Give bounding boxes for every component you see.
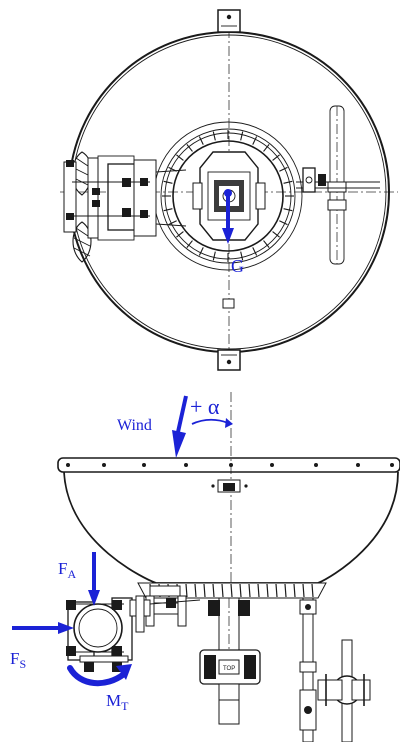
gravity-arrow [222, 189, 234, 244]
axial-force-label: FA [58, 559, 76, 581]
hub-rib [240, 251, 244, 261]
rim-bolt-dot [270, 463, 274, 467]
rim-bolt-dot [184, 463, 188, 467]
side-force-sub: S [19, 657, 26, 671]
side-force-label: FS [10, 649, 26, 671]
torque-sub: T [121, 699, 129, 713]
axial-force-main: F [58, 559, 67, 578]
hub-rib [252, 247, 258, 256]
hub-rib [263, 240, 270, 248]
wind-arrow [172, 395, 188, 458]
bracket-tag: TOP [223, 666, 235, 672]
top-view: G [60, 9, 398, 371]
rim-bolt-dots [66, 463, 394, 467]
hub-rib [240, 131, 244, 141]
side-right-strut [299, 597, 371, 742]
hub-rib [272, 154, 280, 161]
hub-rib [283, 208, 293, 212]
angle-arc-head [225, 418, 233, 428]
hub-ring-inner [172, 140, 284, 252]
hub-rib [198, 136, 204, 145]
hub-rib [212, 131, 216, 141]
hub-rib [186, 144, 193, 152]
top-tab [217, 9, 241, 33]
wind-label: Wind [117, 417, 152, 434]
rim-bolt-dot [229, 463, 233, 467]
angle-label: + α [190, 394, 220, 419]
dish-top-bracket [211, 479, 248, 493]
torque-label: MT [106, 691, 129, 713]
hub-ribs [162, 130, 294, 262]
left-mount-bracket [63, 151, 187, 263]
rim-bolt-dot [390, 463, 394, 467]
hub-rib [168, 220, 177, 226]
hub-rib [176, 231, 184, 238]
hub-rib [198, 247, 204, 256]
angle-arc [191, 418, 229, 425]
feed-column [199, 597, 261, 725]
side-force-main: F [10, 649, 19, 668]
hub-rib [279, 166, 288, 172]
hub-rib [263, 144, 270, 152]
gravity-label: G [231, 256, 244, 276]
rim-bolt-dot [102, 463, 106, 467]
hub-rib [252, 136, 258, 145]
rim-bolt-dot [66, 463, 70, 467]
reflector-rim-band [57, 457, 400, 473]
rim-bolt-dot [314, 463, 318, 467]
hub-rib [163, 180, 173, 184]
right-strut [296, 105, 380, 265]
hub-rib [283, 180, 293, 184]
bottom-tab [217, 349, 241, 371]
drain-slot [222, 298, 235, 309]
axial-force-arrow [88, 552, 100, 606]
hub-rib [279, 220, 288, 226]
rim-bolt-dot [142, 463, 146, 467]
pole-clamp [66, 595, 201, 672]
hub-rib [176, 154, 184, 161]
hub-rib [272, 231, 280, 238]
torque-main: M [106, 691, 121, 710]
side-view: TOP [10, 392, 400, 742]
dish-base-flange [137, 582, 327, 599]
hub-rib [186, 240, 193, 248]
hub-rib [212, 251, 216, 261]
rim-bolt-dot [356, 463, 360, 467]
side-force-arrow [12, 622, 74, 634]
torque-arrow [67, 664, 132, 687]
hub-rib [163, 208, 173, 212]
axial-force-sub: A [67, 567, 76, 581]
